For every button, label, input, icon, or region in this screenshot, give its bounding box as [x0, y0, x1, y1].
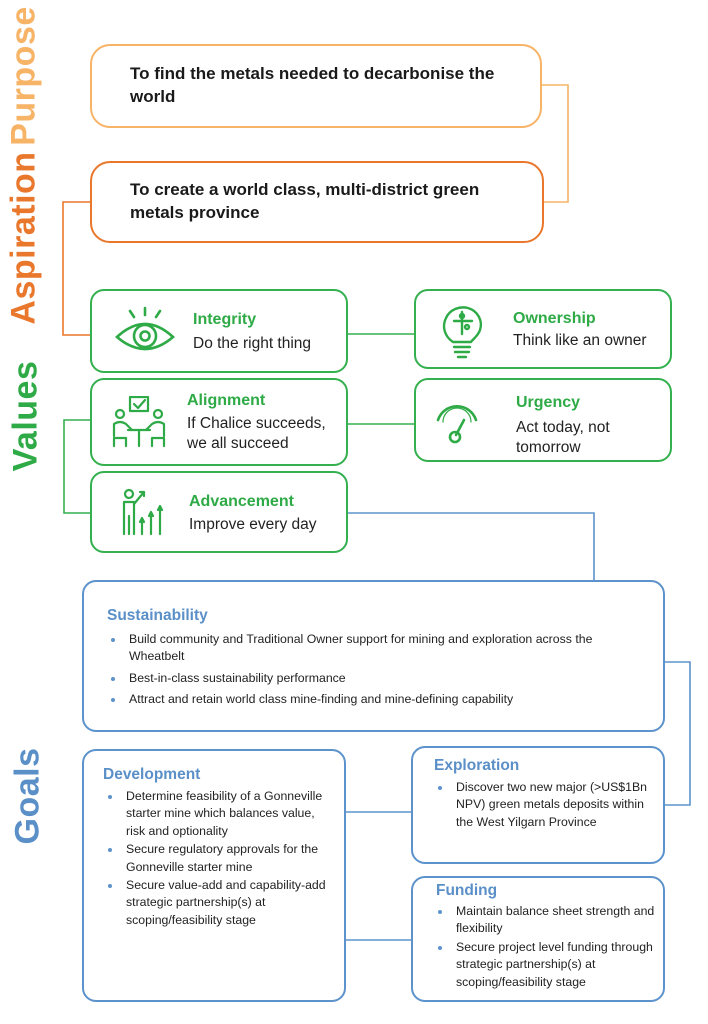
aspiration-text: To create a world class, multi-district … [130, 180, 480, 222]
people-meeting-icon [112, 396, 166, 448]
lightbulb-puzzle-icon [442, 306, 482, 359]
purpose-aspiration-connector [540, 84, 569, 203]
values-label: Values [6, 360, 45, 472]
aspiration-box [90, 161, 544, 243]
sustainability-title: Sustainability [107, 607, 208, 624]
ownership-box [414, 289, 672, 369]
growth-person-icon [122, 488, 164, 536]
funding-box [411, 876, 665, 1002]
exploration-list: Discover two new major (>US$1Bn NPV) gre… [434, 779, 659, 831]
list-item: Discover two new major (>US$1Bn NPV) gre… [434, 779, 659, 831]
sustainability-list: Build community and Traditional Owner su… [107, 631, 647, 709]
purpose-box [90, 44, 542, 128]
list-item: Maintain balance sheet strength and flex… [434, 903, 660, 938]
ownership-text: Think like an owner [513, 332, 647, 349]
gauge-icon [436, 404, 478, 444]
aspiration-integrity-connector [62, 201, 90, 336]
list-item: Build community and Traditional Owner su… [107, 631, 647, 666]
sustainability-box [82, 580, 665, 732]
sustainability-exploration-connector [665, 661, 691, 806]
urgency-title: Urgency [516, 394, 581, 411]
list-item: Secure project level funding through str… [434, 939, 660, 991]
funding-list: Maintain balance sheet strength and flex… [434, 903, 660, 991]
integrity-title: Integrity [193, 311, 257, 328]
exploration-box [411, 746, 665, 864]
alignment-text: If Chalice succeeds, we all succeed [187, 415, 326, 452]
alignment-advancement-connector [63, 419, 90, 514]
urgency-text: Act today, not tomorrow [516, 419, 610, 456]
urgency-box [414, 378, 672, 462]
advancement-sustainability-connector [347, 512, 595, 580]
list-item: Attract and retain world class mine-find… [107, 691, 647, 708]
development-box [82, 749, 346, 1002]
advancement-text: Improve every day [189, 516, 317, 533]
list-item: Determine feasibility of a Gonneville st… [104, 788, 334, 840]
alignment-title: Alignment [187, 392, 266, 409]
integrity-text: Do the right thing [193, 335, 312, 352]
list-item: Secure regulatory approvals for the Gonn… [104, 841, 334, 876]
list-item: Secure value-add and capability-add stra… [104, 877, 334, 929]
development-list: Determine feasibility of a Gonneville st… [104, 788, 334, 929]
purpose-label: Purpose [4, 6, 43, 146]
funding-title: Funding [436, 882, 498, 899]
exploration-title: Exploration [434, 757, 520, 774]
purpose-text: To find the metals needed to decarbonise… [130, 64, 495, 106]
eye-icon [115, 306, 175, 351]
ownership-title: Ownership [513, 310, 596, 327]
integrity-box [90, 289, 348, 373]
goals-label: Goals [8, 747, 47, 845]
aspiration-label: Aspiration [4, 151, 43, 325]
list-item: Best-in-class sustainability performance [107, 670, 647, 687]
advancement-title: Advancement [189, 493, 294, 510]
development-title: Development [103, 766, 201, 783]
alignment-box [90, 378, 348, 466]
